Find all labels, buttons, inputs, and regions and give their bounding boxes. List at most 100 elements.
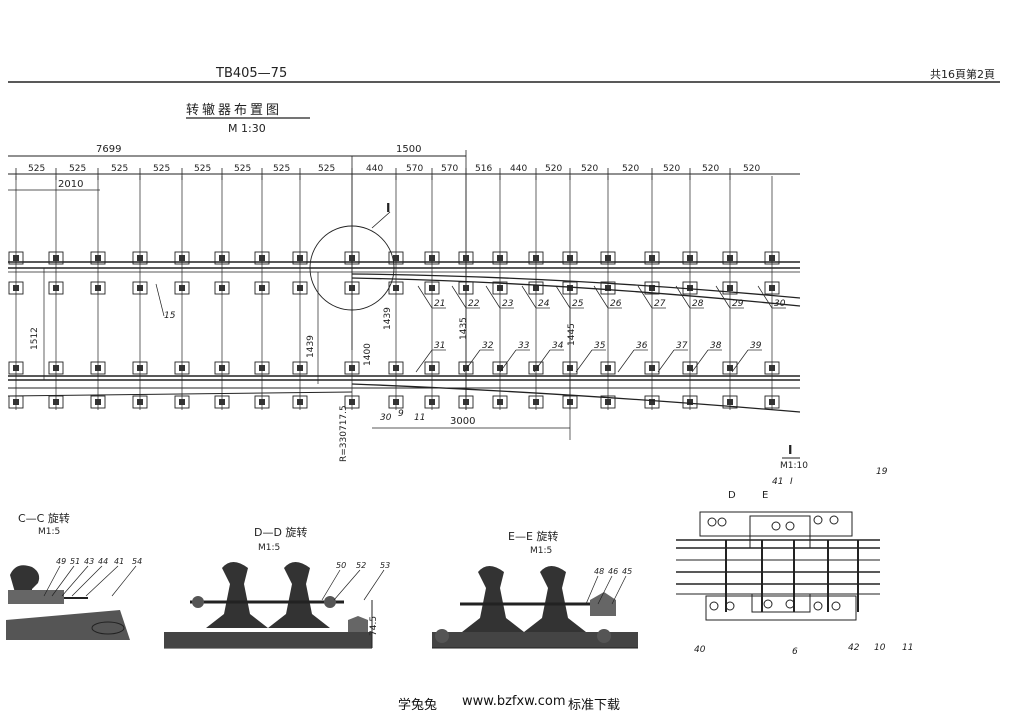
callout-11: 11 [414, 413, 425, 423]
section-cc-drawing [6, 565, 130, 640]
detail-callout-7: 11 [902, 643, 913, 653]
sleeper [764, 176, 780, 410]
section-cc-scale: M1:5 [38, 527, 60, 537]
callout-32: 32 [482, 341, 494, 351]
section-cc-title: C—C 旋转 [18, 511, 70, 525]
sleeper [388, 176, 404, 410]
callout-24: 24 [538, 299, 550, 309]
callout-37: 37 [676, 341, 688, 351]
detail-i-drawing [676, 511, 880, 621]
callout-25: 25 [572, 299, 584, 309]
section-dd-title: D—D 旋转 [254, 525, 307, 539]
spacing-label: 570 [441, 164, 458, 174]
vdim-1439a: 1439 [306, 335, 316, 358]
callout-28: 28 [692, 299, 704, 309]
detail-callout-6: 10 [874, 643, 886, 653]
sleepers [8, 176, 780, 410]
detail-callout-5: 42 [848, 643, 860, 653]
spacing-label: 440 [510, 164, 527, 174]
bolt-icon [771, 521, 781, 531]
detail-i-scale: M1:10 [780, 461, 808, 471]
lower-switch-rail [7, 383, 801, 413]
detail-i-circle [309, 225, 395, 311]
bolt-icon [813, 515, 823, 525]
sleeper [132, 176, 148, 410]
vdim-1435: 1435 [459, 317, 469, 340]
bolt-icon [785, 521, 795, 531]
callout-21: 21 [434, 299, 445, 309]
sleeper [528, 176, 544, 410]
section-dd-drawing [164, 562, 373, 649]
callout-38: 38 [710, 341, 722, 351]
bolt-icon [763, 599, 773, 609]
callout-33: 33 [518, 341, 530, 351]
bolt-icon [709, 601, 719, 611]
callout-44: 44 [98, 557, 108, 566]
vdim-1512: 1512 [30, 327, 40, 350]
spacing-label: 516 [475, 164, 492, 174]
sleeper [292, 176, 308, 410]
callout-50: 50 [336, 561, 346, 570]
section-ee-scale: M1:5 [530, 546, 552, 556]
bolt-icon [707, 517, 717, 527]
spacing-label: 520 [581, 164, 598, 174]
callout-48: 48 [594, 567, 604, 576]
callout-29: 29 [732, 299, 744, 309]
callout-35: 35 [594, 341, 606, 351]
spacing-label: 525 [111, 164, 128, 174]
radius-label: R=330717.5 [339, 405, 349, 462]
callout-27: 27 [654, 299, 666, 309]
plan-title: 转辙器布置图 [186, 103, 282, 118]
sleeper [48, 176, 64, 410]
plan-scale: M 1:30 [228, 122, 266, 135]
detail-callout-1: I [790, 477, 793, 487]
detail-callout-4: 6 [792, 647, 798, 657]
footer-url: www.bzfxw.com [462, 694, 566, 709]
detail-i-bolts [707, 515, 841, 611]
sleeper [214, 176, 230, 410]
callout-53: 53 [380, 561, 390, 570]
callout-31: 31 [434, 341, 445, 351]
page-info: 共16頁第2頁 [930, 68, 995, 81]
spacing-label: 520 [702, 164, 719, 174]
callout-43: 43 [84, 557, 94, 566]
sleeper [682, 176, 698, 410]
callout-23: 23 [502, 299, 514, 309]
detail-marker: I [386, 201, 390, 215]
sleeper [424, 176, 440, 410]
callout-15: 15 [164, 311, 176, 321]
spacing-label: 525 [69, 164, 86, 174]
spacing-label: 520 [622, 164, 639, 174]
section-dd-dim: 74.5 [369, 616, 379, 636]
callout-26: 26 [610, 299, 622, 309]
callout-30b: 30 [380, 413, 392, 423]
spacing-label: 520 [545, 164, 562, 174]
dim-2010: 2010 [58, 179, 83, 190]
callout-46: 46 [608, 567, 618, 576]
upper-switch-rail [351, 273, 801, 307]
callout-54: 54 [132, 557, 142, 566]
callout-22: 22 [468, 299, 480, 309]
footer-tagline: 标准下载 [568, 698, 621, 713]
spacing-label: 525 [28, 164, 45, 174]
vdim-1439b: 1439 [383, 307, 393, 330]
spacing-label: 525 [318, 164, 335, 174]
callout-52: 52 [356, 561, 366, 570]
dim-3000: 3000 [450, 416, 475, 427]
detail-i-title: I [788, 443, 792, 457]
spacing-label: 440 [366, 164, 383, 174]
bolt-icon [813, 601, 823, 611]
upper-callouts: 21 22 23 24 25 26 27 28 29 30 [417, 285, 786, 309]
bolt-icon [717, 517, 727, 527]
bolt-icon [831, 601, 841, 611]
cut-d-label: D [728, 490, 736, 501]
callout-51: 51 [70, 557, 80, 566]
sleeper [254, 176, 270, 410]
sleeper [174, 176, 190, 410]
upper-stock-rail [8, 261, 800, 273]
vdim-1445: 1445 [567, 323, 577, 346]
callout-30: 30 [774, 299, 786, 309]
spacing-label: 525 [153, 164, 170, 174]
